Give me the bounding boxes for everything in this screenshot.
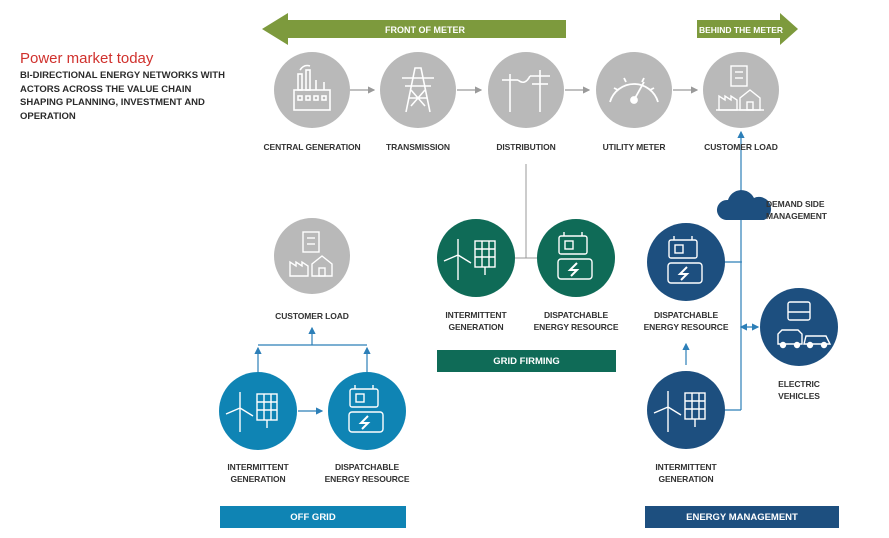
label-transmission: TRANSMISSION [386,142,450,152]
label-off-grid-customer-load: CUSTOMER LOAD [275,311,349,321]
label-electric-vehicles: ELECTRIC VEHICLES [778,379,820,401]
buildings-icon [703,52,779,128]
wind-solar-icon [219,372,297,450]
label-utility-meter: UTILITY METER [602,142,666,152]
factory-icon [274,52,350,128]
page-subtitle: BI-DIRECTIONAL ENERGY NETWORKS WITH ACTO… [20,70,225,122]
electric-vehicles-icon [760,288,838,366]
front-of-meter-arrow: FRONT OF METER [262,13,566,45]
behind-the-meter-label: BEHIND THE METER [699,25,783,35]
grid-firming-section [437,219,615,297]
battery-generator-icon [537,219,615,297]
battery-generator-icon [647,223,725,301]
grid-firming-banner: GRID FIRMING [493,356,560,367]
off-grid-section [219,218,406,450]
value-chain [274,52,779,128]
transmission-tower-icon [380,52,456,128]
battery-generator-icon [328,372,406,450]
page-title: Power market today [20,50,154,67]
utility-pole-icon [488,52,564,128]
label-off-grid-intermittent: INTERMITTENT GENERATION [227,462,289,484]
cloud-icon [716,190,772,220]
wind-solar-icon [647,371,725,449]
energy-management-banner: ENERGY MANAGEMENT [686,512,798,523]
label-central-generation: CENTRAL GENERATION [263,142,361,152]
label-customer-load: CUSTOMER LOAD [704,142,778,152]
wind-solar-icon [437,219,515,297]
behind-the-meter-arrow: BEHIND THE METER [697,13,798,45]
front-of-meter-label: FRONT OF METER [385,25,465,35]
buildings-icon [274,218,350,294]
energy-management-banner-bg [645,506,839,528]
label-demand-side-management: DEMAND SIDE MANAGEMENT [766,199,827,221]
meter-gauge-icon [596,52,672,128]
label-grid-firming-dispatchable: DISPATCHABLE ENERGY RESOURCE [533,310,619,332]
energy-management-section [647,130,838,449]
off-grid-banner-bg [220,506,406,528]
label-off-grid-dispatchable: DISPATCHABLE ENERGY RESOURCE [324,462,410,484]
off-grid-banner: OFF GRID [290,512,336,523]
label-distribution: DISTRIBUTION [496,142,556,152]
label-em-intermittent: INTERMITTENT GENERATION [655,462,717,484]
label-em-dispatchable: DISPATCHABLE ENERGY RESOURCE [643,310,729,332]
grid-firming-banner-bg [437,350,616,372]
label-grid-firming-intermittent: INTERMITTENT GENERATION [445,310,507,332]
